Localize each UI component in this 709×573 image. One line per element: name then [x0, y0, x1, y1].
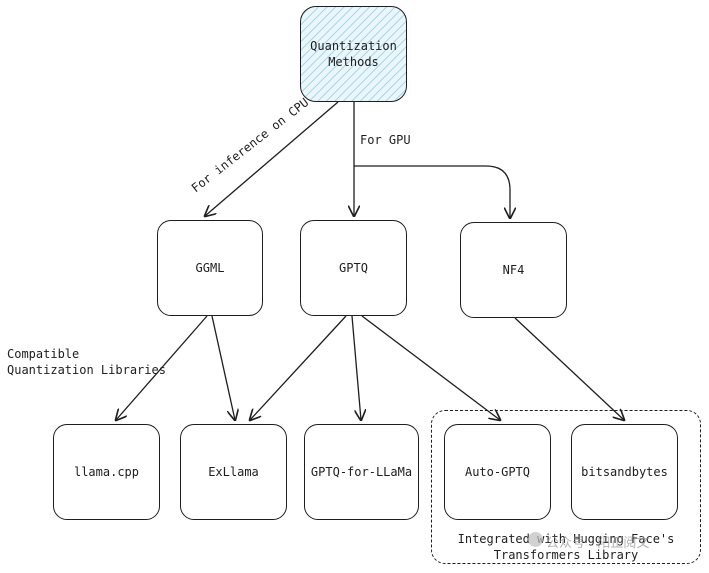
arrow-root-to-ggml	[205, 101, 339, 216]
node-gptq[interactable]: GPTQ	[300, 220, 407, 316]
node-quantization-methods[interactable]: Quantization Methods	[300, 6, 407, 102]
edge-label-gpu: For GPU	[360, 133, 411, 147]
arrow-ggml-to-exllama	[211, 315, 235, 420]
node-nf4[interactable]: NF4	[460, 222, 567, 318]
annotation-huggingface-group: Integrated with Hugging Face's Transform…	[457, 532, 675, 562]
node-gptq-for-llama[interactable]: GPTQ-for-LLaMa	[304, 424, 419, 520]
node-llama-cpp[interactable]: llama.cpp	[53, 424, 160, 520]
node-bitsandbytes[interactable]: bitsandbytes	[571, 424, 678, 520]
arrow-ggml-to-llamacpp	[116, 315, 208, 420]
huggingface-group-box	[431, 410, 701, 564]
node-exllama[interactable]: ExLlama	[180, 424, 287, 520]
node-auto-gptq[interactable]: Auto-GPTQ	[444, 424, 551, 520]
annotation-compatible-libraries: Compatible Quantization Libraries	[7, 347, 166, 377]
arrow-root-to-nf4	[354, 165, 510, 218]
node-ggml[interactable]: GGML	[157, 220, 263, 316]
arrow-gptq-to-gptqforllama	[351, 315, 361, 420]
arrow-gptq-to-autogptq	[361, 315, 500, 420]
watermark-icon	[528, 532, 543, 547]
watermark-text: 公众号 · 阳正阅文	[546, 536, 650, 551]
arrow-nf4-to-bitsandbytes	[514, 317, 624, 420]
arrow-gptq-to-exllama	[250, 315, 347, 420]
